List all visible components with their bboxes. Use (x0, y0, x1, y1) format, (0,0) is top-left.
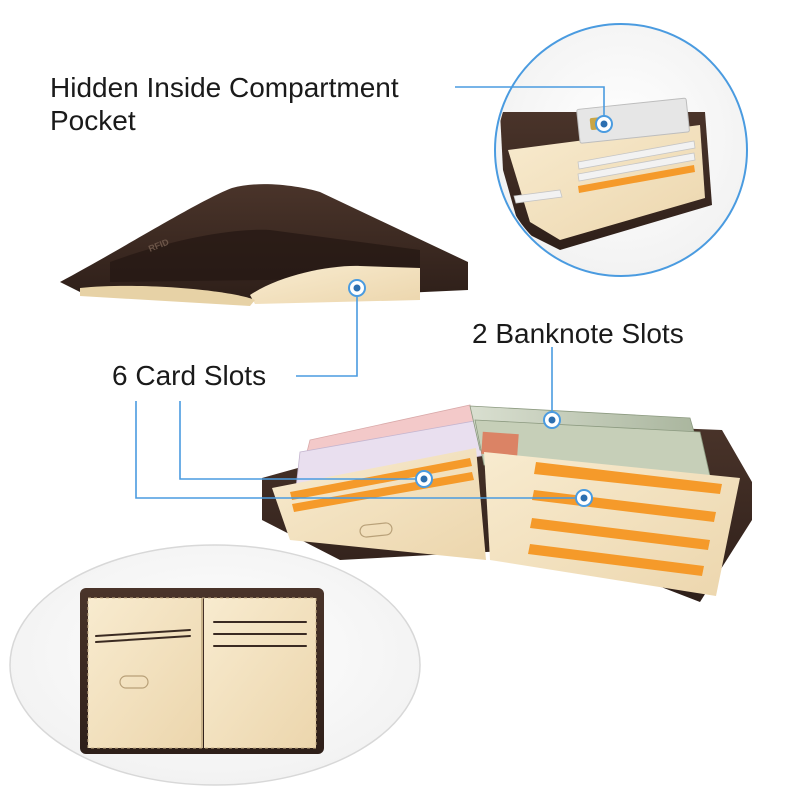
open-wallet-with-cash (262, 404, 752, 602)
label-hidden-pocket-line2: Pocket (50, 105, 136, 136)
callout-line-hidden-pocket (455, 86, 605, 123)
callout-line-card-slots-right (135, 401, 582, 499)
label-card-slots: 6 Card Slots (112, 360, 267, 391)
callout-markers (348, 115, 613, 507)
closed-wallet-card-slots (95, 621, 307, 647)
inner-pocket-lining (250, 265, 420, 304)
cash-wallet-left-panel (272, 448, 486, 560)
closed-wallet-logo-emboss (119, 675, 149, 689)
closed-wallet-right-panel (204, 598, 316, 748)
cash-wallet-logo-emboss (359, 522, 393, 538)
label-hidden-pocket-line1: Hidden Inside Compartment (50, 72, 399, 103)
callout-lines (135, 86, 605, 499)
open-empty-wallet: RFID (60, 184, 468, 306)
hidden-compartment-zoom (494, 23, 748, 277)
label-banknote-slots: 2 Banknote Slots (472, 318, 684, 349)
callout-line-card-slots-upper (296, 290, 358, 377)
callout-line-card-slots-left (179, 401, 420, 480)
closed-wallet-view (9, 544, 421, 786)
zoom-card-slots (513, 140, 696, 204)
closed-wallet-left-panel (88, 598, 202, 748)
